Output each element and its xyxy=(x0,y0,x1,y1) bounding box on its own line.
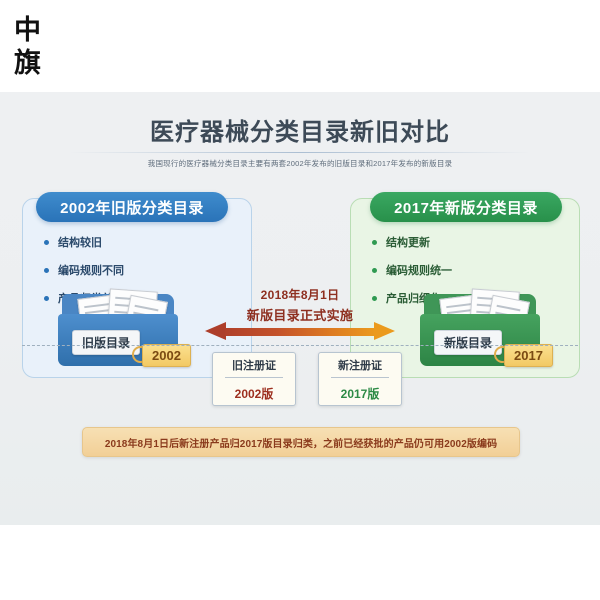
certificate-new-title: 新注册证 xyxy=(331,357,389,378)
folder-old-catalog-icon: 旧版目录 2002 xyxy=(58,288,191,372)
list-item: 编码规则不同 xyxy=(44,262,244,278)
section-divider xyxy=(22,345,578,346)
folder-new-catalog-icon: 新版目录 2017 xyxy=(420,288,553,372)
brand-logo: 中 旗 xyxy=(14,14,70,80)
bullet-dot-icon xyxy=(372,239,377,245)
list-item-label: 编码规则统一 xyxy=(386,265,452,277)
panel-new-heading: 2017年新版分类目录 xyxy=(370,192,562,222)
bullet-dot-icon xyxy=(44,239,49,245)
list-item: 结构较旧 xyxy=(44,234,244,250)
title-divider xyxy=(70,152,530,153)
list-item: 编码规则统一 xyxy=(372,262,572,278)
list-item-label: 结构较旧 xyxy=(58,237,102,249)
folder-old-label: 旧版目录 xyxy=(72,330,141,355)
footer-note-banner: 2018年8月1日后新注册产品归2017版目录归类，之前已经获批的产品仍可用20… xyxy=(82,427,520,457)
bullet-dot-icon xyxy=(44,295,49,301)
certificate-new-version: 2017版 xyxy=(340,386,380,401)
list-item-label: 结构更新 xyxy=(386,237,430,249)
timeline-caption: 2018年8月1日 新版目录正式实施 xyxy=(225,286,375,324)
arrow-left-head-icon xyxy=(205,322,226,340)
certificate-old-title: 旧注册证 xyxy=(225,357,283,378)
certificate-old-version: 2002版 xyxy=(234,386,274,401)
page-title: 医疗器械分类目录新旧对比 xyxy=(150,119,450,146)
panel-old-heading: 2002年旧版分类目录 xyxy=(36,192,228,222)
folder-old-year-tag: 2002 xyxy=(142,344,191,367)
timeline-date: 2018年8月1日 xyxy=(260,288,340,302)
bullet-dot-icon xyxy=(372,267,377,273)
certificate-card-old: 旧注册证 2002版 xyxy=(212,352,296,406)
list-item: 结构更新 xyxy=(372,234,572,250)
bullet-dot-icon xyxy=(372,295,377,301)
arrow-right-head-icon xyxy=(374,322,395,340)
bullet-dot-icon xyxy=(44,267,49,273)
page-subtitle: 我国现行的医疗器械分类目录主要有两套2002年发布的旧版目录和2017年发布的新… xyxy=(147,159,453,168)
certificate-card-new: 新注册证 2017版 xyxy=(318,352,402,406)
bidirectional-arrow-icon xyxy=(205,322,395,341)
folder-new-label: 新版目录 xyxy=(434,330,503,355)
logo-char-bottom: 旗 xyxy=(14,48,41,79)
arrow-bar xyxy=(225,328,375,336)
timeline-event: 新版目录正式实施 xyxy=(246,308,354,323)
footer-note-text: 2018年8月1日后新注册产品归2017版目录归类，之前已经获批的产品仍可用20… xyxy=(104,438,498,450)
folder-new-year-tag: 2017 xyxy=(504,344,553,367)
logo-char-top: 中 xyxy=(14,15,41,46)
list-item-label: 编码规则不同 xyxy=(58,265,124,277)
